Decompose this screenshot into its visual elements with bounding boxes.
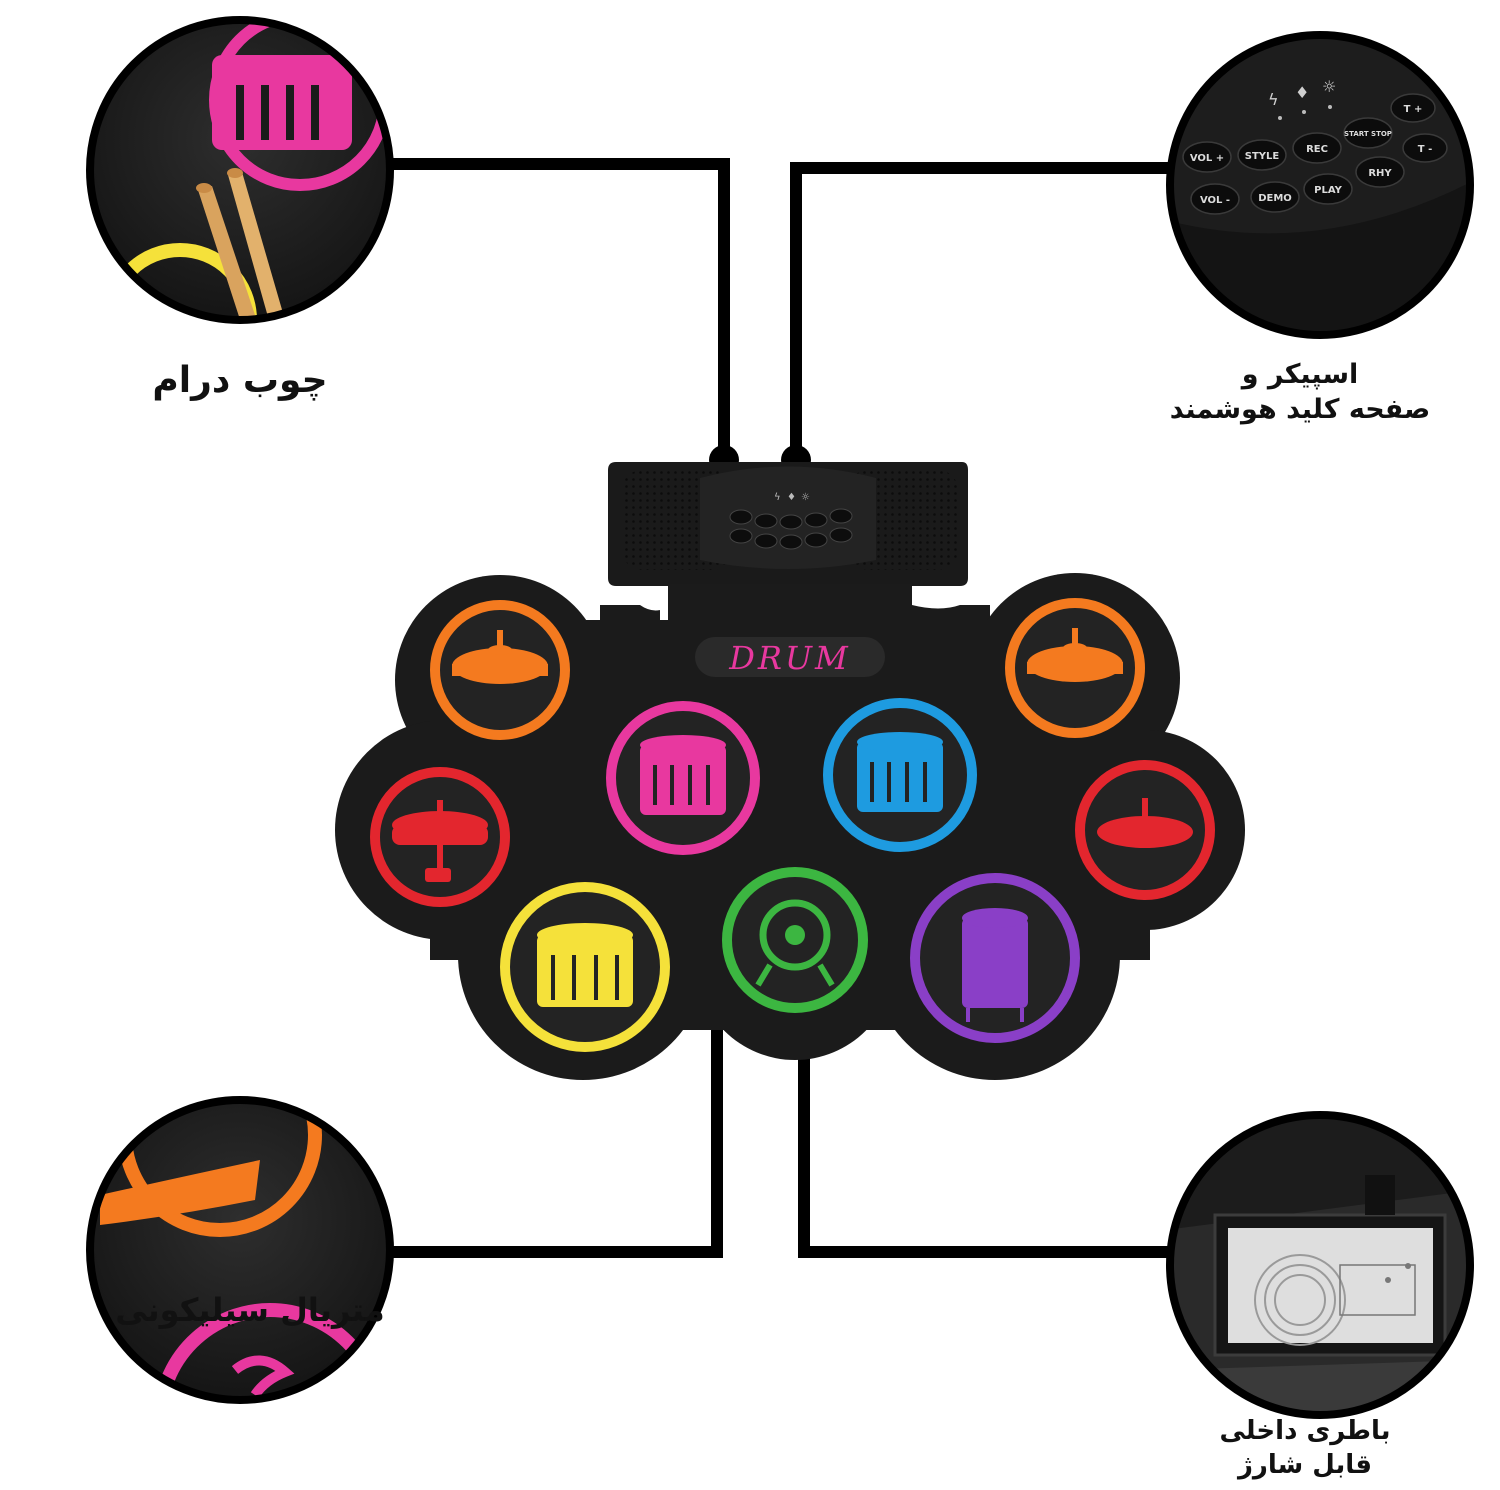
callout-circle-drum-sticks bbox=[86, 16, 394, 324]
vol-down-button[interactable] bbox=[729, 528, 753, 544]
kbd-label-start-stop: START STOP bbox=[1344, 130, 1392, 138]
line-drum-sticks bbox=[388, 158, 730, 460]
label-speaker-keyboard-line1: اسپیکر و bbox=[1241, 359, 1359, 390]
label-silicone-material: متریال سیلیکونی bbox=[70, 1290, 430, 1332]
kbd-label-play: PLAY bbox=[1314, 185, 1342, 196]
light-icon: ☼ bbox=[801, 492, 810, 503]
charge-icon: ϟ bbox=[774, 492, 781, 503]
rec-button[interactable] bbox=[779, 514, 803, 530]
charge-icon: ϟ bbox=[1268, 90, 1279, 109]
control-box: ϟ ♦ ☼ bbox=[608, 462, 968, 586]
kbd-label-tempo-up: T + bbox=[1404, 104, 1423, 115]
drum-logo: DRUM bbox=[695, 637, 885, 677]
pad-hihat-red[interactable] bbox=[370, 767, 510, 907]
tempo-up-button[interactable] bbox=[829, 508, 853, 524]
pad-cymbal-right[interactable] bbox=[1005, 598, 1145, 738]
label-drum-sticks: چوب درام bbox=[90, 358, 390, 405]
pad-tom-blue[interactable] bbox=[823, 698, 977, 852]
demo-button[interactable] bbox=[754, 533, 778, 549]
kbd-label-vol-up: VOL + bbox=[1190, 153, 1224, 164]
light-icon: ☼ bbox=[1322, 77, 1336, 96]
label-speaker-keyboard: اسپیکر و صفحه کلید هوشمند bbox=[1120, 357, 1480, 427]
pad-floor-tom-purple[interactable] bbox=[910, 873, 1080, 1043]
kbd-label-demo: DEMO bbox=[1258, 193, 1292, 204]
callout-circle-battery bbox=[1166, 1111, 1474, 1419]
mic-icon: ♦ bbox=[1295, 83, 1309, 102]
pad-cymbal-left[interactable] bbox=[430, 600, 570, 740]
play-button[interactable] bbox=[779, 534, 803, 550]
kbd-label-rhy: RHY bbox=[1368, 168, 1392, 179]
style-button[interactable] bbox=[754, 513, 778, 529]
kbd-label-vol-down: VOL - bbox=[1200, 195, 1230, 206]
start-stop-button[interactable] bbox=[804, 512, 828, 528]
battery-icon bbox=[1228, 1228, 1433, 1346]
drum-logo-text: DRUM bbox=[728, 639, 850, 677]
control-buttons bbox=[729, 508, 853, 550]
connector-lines bbox=[386, 158, 1175, 1258]
callout-circle-keyboard: VOL + STYLE REC START STOP T + VOL - DEM… bbox=[1166, 31, 1474, 339]
label-battery-line1: باطری داخلی bbox=[1219, 1416, 1391, 1446]
label-silicone-material-text: متریال سیلیکونی bbox=[115, 1291, 385, 1329]
vol-up-button[interactable] bbox=[729, 509, 753, 525]
pad-snare-yellow[interactable] bbox=[500, 882, 670, 1052]
kbd-label-rec: REC bbox=[1306, 144, 1328, 155]
pad-snare-pink[interactable] bbox=[606, 701, 760, 855]
label-battery: باطری داخلی قابل شارژ bbox=[1165, 1415, 1445, 1483]
pad-kick-green[interactable] bbox=[722, 867, 868, 1013]
pad-crash-red[interactable] bbox=[1075, 760, 1215, 900]
drumstick-icon bbox=[196, 168, 285, 320]
control-indicators: ϟ ♦ ☼ bbox=[774, 492, 810, 503]
label-battery-line2: قابل شارژ bbox=[1237, 1449, 1373, 1480]
rhy-button[interactable] bbox=[804, 532, 828, 548]
label-drum-sticks-text: چوب درام bbox=[152, 360, 328, 401]
tempo-down-button[interactable] bbox=[829, 527, 853, 543]
callout-circle-silicone bbox=[86, 1096, 394, 1404]
kbd-label-style: STYLE bbox=[1245, 151, 1280, 162]
line-silicone bbox=[386, 978, 723, 1258]
mic-icon: ♦ bbox=[787, 492, 796, 503]
label-speaker-keyboard-line2: صفحه کلید هوشمند bbox=[1169, 394, 1431, 426]
kbd-label-tempo-down: T - bbox=[1418, 144, 1432, 155]
line-battery bbox=[798, 978, 1175, 1258]
line-speaker-keyboard bbox=[790, 162, 1172, 460]
